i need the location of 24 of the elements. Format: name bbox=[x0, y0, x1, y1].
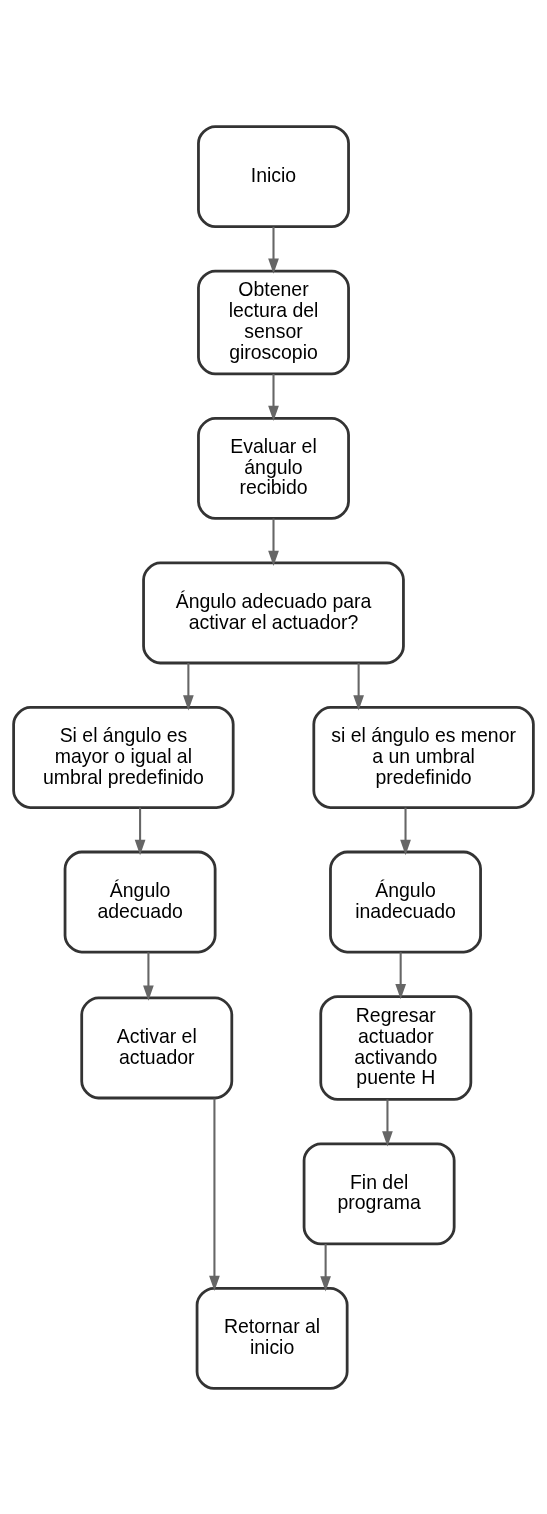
arrow bbox=[320, 1243, 331, 1291]
node-box: Ángulo adecuado bbox=[63, 850, 217, 953]
arrow bbox=[134, 807, 146, 855]
arrow bbox=[353, 662, 364, 711]
arrow bbox=[268, 226, 279, 274]
node-box: si el ángulo es menor a un umbral predefinido bbox=[312, 705, 535, 809]
arrow bbox=[183, 662, 194, 711]
node-box: Regresar actuador activando puente H bbox=[319, 994, 473, 1101]
node-box: Retornar al inicio bbox=[195, 1286, 349, 1390]
node-box: Obtener lectura del sensor giroscopio bbox=[197, 269, 350, 375]
node-box: Inicio bbox=[197, 124, 350, 228]
arrow bbox=[209, 1098, 220, 1291]
arrow bbox=[382, 1098, 393, 1147]
node-box: Ángulo inadecuado bbox=[329, 850, 482, 953]
node-box: Si el ángulo es mayor o igual al umbral predefinido bbox=[12, 705, 235, 809]
node-box: Fin del programa bbox=[302, 1141, 456, 1245]
arrow bbox=[268, 373, 279, 421]
arrow bbox=[400, 807, 411, 855]
arrow bbox=[143, 951, 154, 1001]
node-box: Evaluar el ángulo recibido bbox=[197, 416, 350, 520]
node-box: Activar el actuador bbox=[80, 996, 234, 1099]
node-box: Ángulo adecuado para activar el actuador? bbox=[142, 561, 405, 664]
arrow bbox=[395, 951, 406, 999]
arrow bbox=[268, 518, 279, 566]
